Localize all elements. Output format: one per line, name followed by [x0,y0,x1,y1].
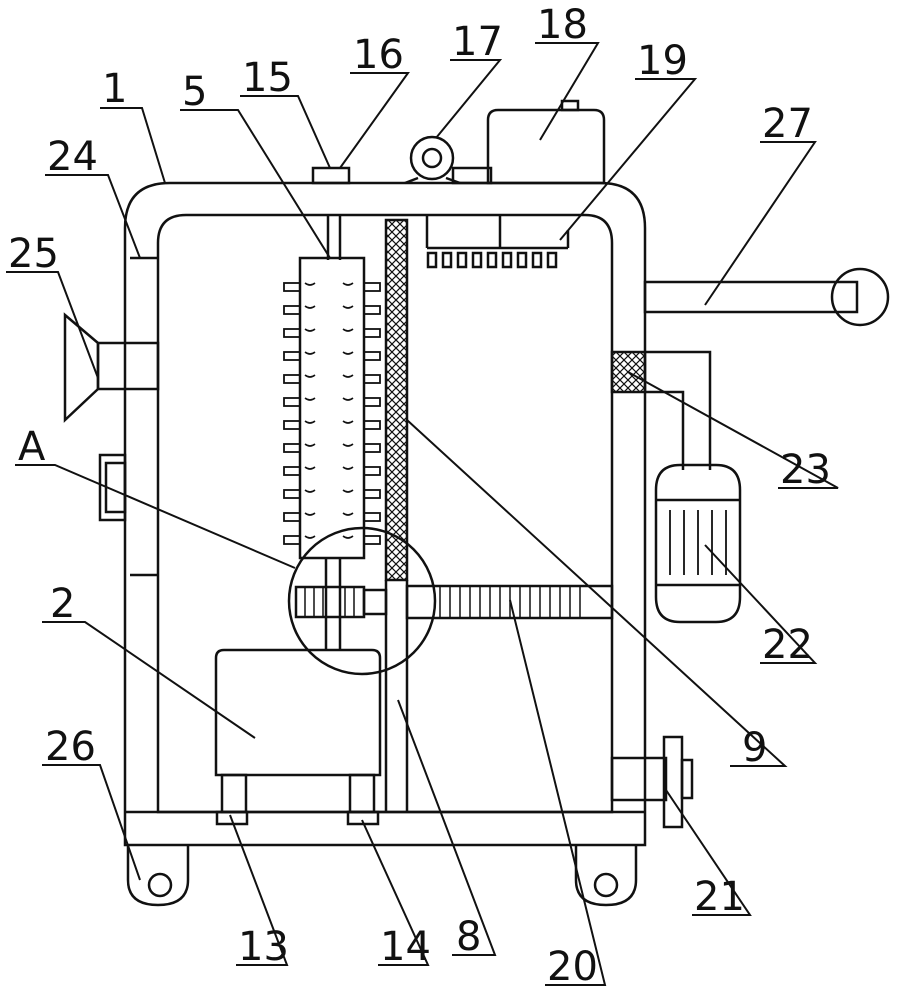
label-20: 20 [547,944,598,990]
drive-box [214,648,382,777]
support-leg-14 [348,773,376,814]
label-22: 22 [762,622,813,668]
top-inlet-fitting [311,166,351,185]
wheel-bracket-right [574,845,638,907]
observation-window [98,453,127,522]
motor-base [451,166,493,185]
label-26: 26 [45,724,96,770]
label-25: 25 [8,231,59,277]
handle-grip [830,267,890,327]
label-27: 27 [762,101,813,147]
spray-nozzles [426,251,558,269]
label-16: 16 [353,32,404,78]
circulation-pump [654,463,742,624]
wheel-bracket-left [126,845,190,907]
label-5: 5 [182,69,207,115]
label-24: 24 [47,134,98,180]
label-14: 14 [380,924,431,970]
label-2: 2 [50,581,75,627]
label-15: 15 [242,55,293,101]
drain-pipe [610,756,668,802]
motor-pulley-hub [421,147,443,169]
label-A: A [18,424,46,470]
label-8: 8 [456,914,481,960]
stirring-shaft [298,256,366,560]
label-17: 17 [452,19,503,65]
label-21: 21 [694,874,745,920]
support-leg-13 [220,773,248,814]
coupling [362,588,388,616]
label-23: 23 [780,447,831,493]
label-18: 18 [537,2,588,48]
label-13: 13 [238,924,289,970]
wheel-left [147,872,173,898]
stirring-blades [283,282,381,545]
label-9: 9 [742,725,767,771]
detail-circle-A [287,526,437,676]
circulation-pipe [645,350,712,470]
wheel-right [593,872,619,898]
push-handle [643,280,859,314]
motor-pulley [409,135,455,181]
label-19: 19 [637,38,688,84]
label-1: 1 [102,66,127,112]
housing-inner-wall [156,213,614,814]
feed-pipe [96,341,160,391]
water-tank [486,108,606,185]
filter-screen [384,218,409,582]
leader-lines [6,42,839,986]
tank-cap [560,99,580,112]
